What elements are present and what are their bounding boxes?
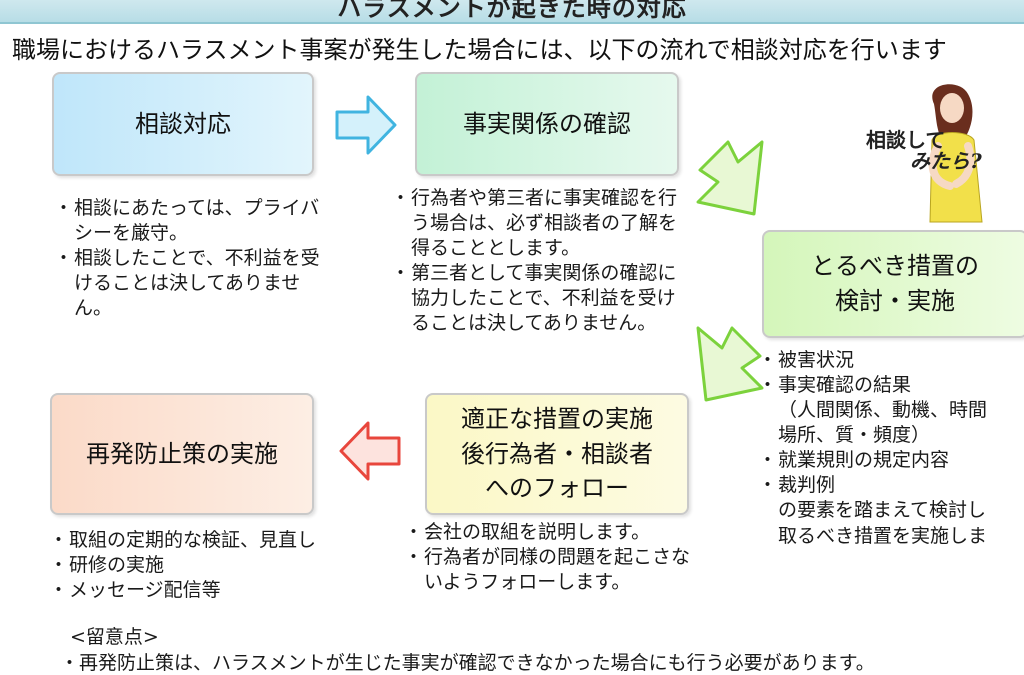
- illustration-caption-line2: みたら?: [910, 149, 982, 173]
- step-measures-line2: 検討・実施: [835, 287, 955, 315]
- step-measures-line1: とるべき措置の: [811, 252, 979, 281]
- note-text: ・再発防止策は、ハラスメントが生じた事実が確認できなかった場合にも行う必要があり…: [60, 652, 875, 674]
- step-follow-up: 適正な措置の実施 後行為者・相談者 へのフォロー: [425, 393, 689, 515]
- step-prevention: 再発防止策の実施: [50, 393, 314, 515]
- list-item-sub: の要素を踏まえて検討し: [778, 499, 987, 522]
- arrow-down-left-icon: [696, 326, 764, 402]
- list-item: 就業規則の規定内容: [758, 448, 1024, 473]
- page-title: ハラスメントが起きた時の対応: [337, 0, 687, 22]
- step-prevention-label: 再発防止策の実施: [86, 439, 278, 468]
- list-item: 第三者として事実関係の確認に協力したことで、不利益を受けることは決してありません…: [391, 261, 692, 336]
- list-item: 事実確認の結果 （人間関係、動機、時間 場所、質・頻度）: [758, 373, 1024, 448]
- list-item: 被害状況: [758, 348, 1024, 373]
- list-item: メッセージ配信等: [49, 578, 385, 603]
- list-item: 相談したことで、不利益を受けることは決してありません。: [54, 246, 320, 321]
- step-follow-up-line1: 適正な措置の実施: [461, 404, 653, 433]
- step-follow-up-line2: 後行為者・相談者: [461, 439, 653, 468]
- step-fact-check-label: 事実関係の確認: [463, 109, 631, 138]
- list-item: 会社の取組を説明します。: [404, 520, 700, 545]
- fact-check-notes: 行為者や第三者に事実確認を行う場合は、必ず相談者の了解を得ることとします。 第三…: [391, 186, 692, 336]
- title-banner: ハラスメントが起きた時の対応: [0, 0, 1024, 24]
- illustration-caption: 相談して みたら?: [866, 130, 1016, 172]
- measures-notes: 被害状況 事実確認の結果 （人間関係、動機、時間 場所、質・頻度） 就業規則の規…: [758, 348, 1024, 549]
- step-follow-up-line3: へのフォロー: [485, 474, 629, 503]
- follow-up-notes: 会社の取組を説明します。 行為者が同様の問題を起こさないようフォローします。: [404, 520, 700, 595]
- list-item-sub: （人間関係、動機、時間: [778, 399, 988, 422]
- consultation-notes: 相談にあたっては、プライバシーを厳守。 相談したことで、不利益を受けることは決し…: [54, 196, 320, 321]
- arrow-left-icon: [339, 421, 401, 481]
- step-fact-check: 事実関係の確認: [415, 72, 679, 176]
- list-item-text: 事実確認の結果: [778, 374, 912, 397]
- note-heading: <留意点>: [70, 626, 159, 648]
- list-item: 裁判例 の要素を踏まえて検討し 取るべき措置を実施しま: [758, 473, 1024, 548]
- list-item: 相談にあたっては、プライバシーを厳守。: [54, 196, 320, 246]
- step-consultation: 相談対応: [52, 72, 314, 176]
- prevention-notes: 取組の定期的な検証、見直し 研修の実施 メッセージ配信等: [49, 528, 385, 603]
- arrow-right-icon: [335, 95, 397, 155]
- step-measures: とるべき措置の 検討・実施: [762, 230, 1024, 338]
- list-item-sub: 取るべき措置を実施しま: [778, 524, 988, 547]
- illustration-caption-line1: 相談して: [866, 128, 946, 152]
- arrow-down-right-icon: [696, 140, 764, 216]
- intro-text: 職場におけるハラスメント事案が発生した場合には、以下の流れで相談対応を行います: [12, 36, 947, 64]
- list-item: 行為者や第三者に事実確認を行う場合は、必ず相談者の了解を得ることとします。: [391, 186, 692, 261]
- list-item-text: 裁判例: [778, 474, 836, 497]
- woman-illustration-icon: [928, 84, 983, 223]
- list-item: 行為者が同様の問題を起こさないようフォローします。: [404, 545, 700, 595]
- list-item: 研修の実施: [49, 553, 385, 578]
- step-consultation-label: 相談対応: [135, 109, 231, 138]
- list-item: 取組の定期的な検証、見直し: [49, 528, 385, 553]
- list-item-sub: 場所、質・頻度）: [778, 424, 931, 447]
